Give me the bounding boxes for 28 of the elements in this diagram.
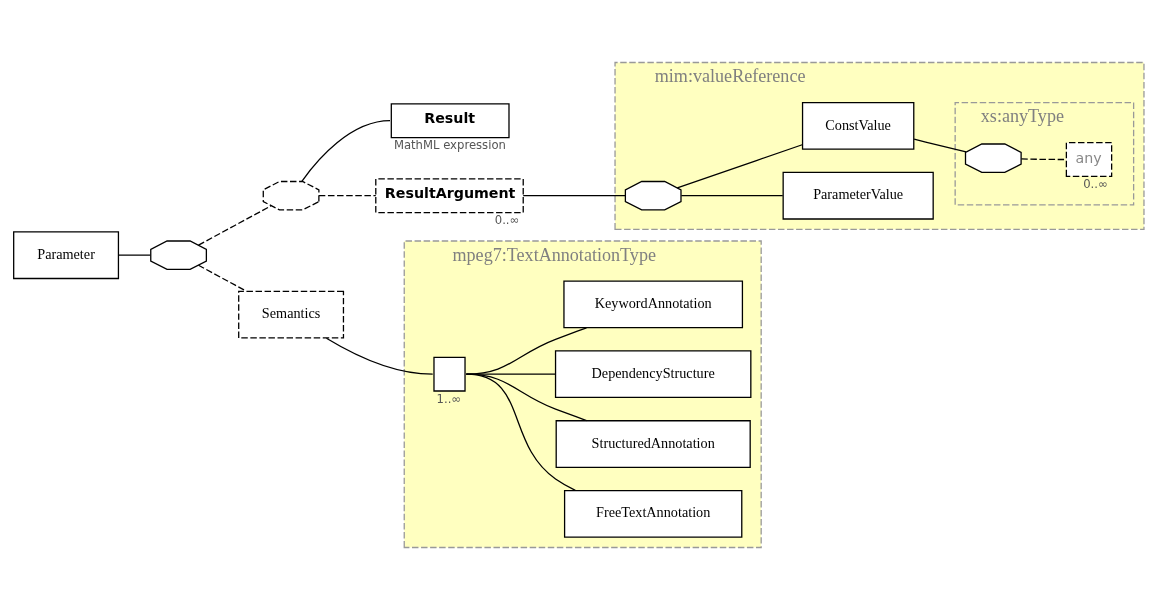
node-box: KeywordAnnotation <box>563 280 744 329</box>
node-box: FreeTextAnnotation <box>563 489 743 538</box>
node-octagon <box>964 143 1022 174</box>
connector <box>301 120 391 182</box>
connector <box>197 264 247 292</box>
node-label: 1..∞ <box>436 391 462 406</box>
node-box: DependencyStructure <box>554 350 752 399</box>
node-octagon <box>624 180 682 211</box>
connector <box>1020 158 1066 161</box>
connector <box>676 144 803 189</box>
node-label: MathML expression <box>393 138 506 153</box>
node-label: 0..∞ <box>1083 177 1108 192</box>
connector <box>913 138 967 153</box>
connector <box>318 195 377 197</box>
node-label: 0..∞ <box>494 213 520 228</box>
connector <box>197 205 272 246</box>
connector <box>117 254 151 256</box>
node-box: ParameterValue <box>782 171 934 220</box>
node-octagon <box>150 240 208 271</box>
node-box: Parameter <box>13 231 120 280</box>
node-box: StructuredAnnotation <box>555 420 751 468</box>
connector <box>522 195 626 197</box>
node-box: ConstValue <box>801 101 915 150</box>
connector <box>680 195 784 197</box>
connector <box>465 327 588 375</box>
connector <box>325 337 434 375</box>
node-box: Semantics <box>238 290 345 339</box>
node-octagon <box>262 180 320 211</box>
